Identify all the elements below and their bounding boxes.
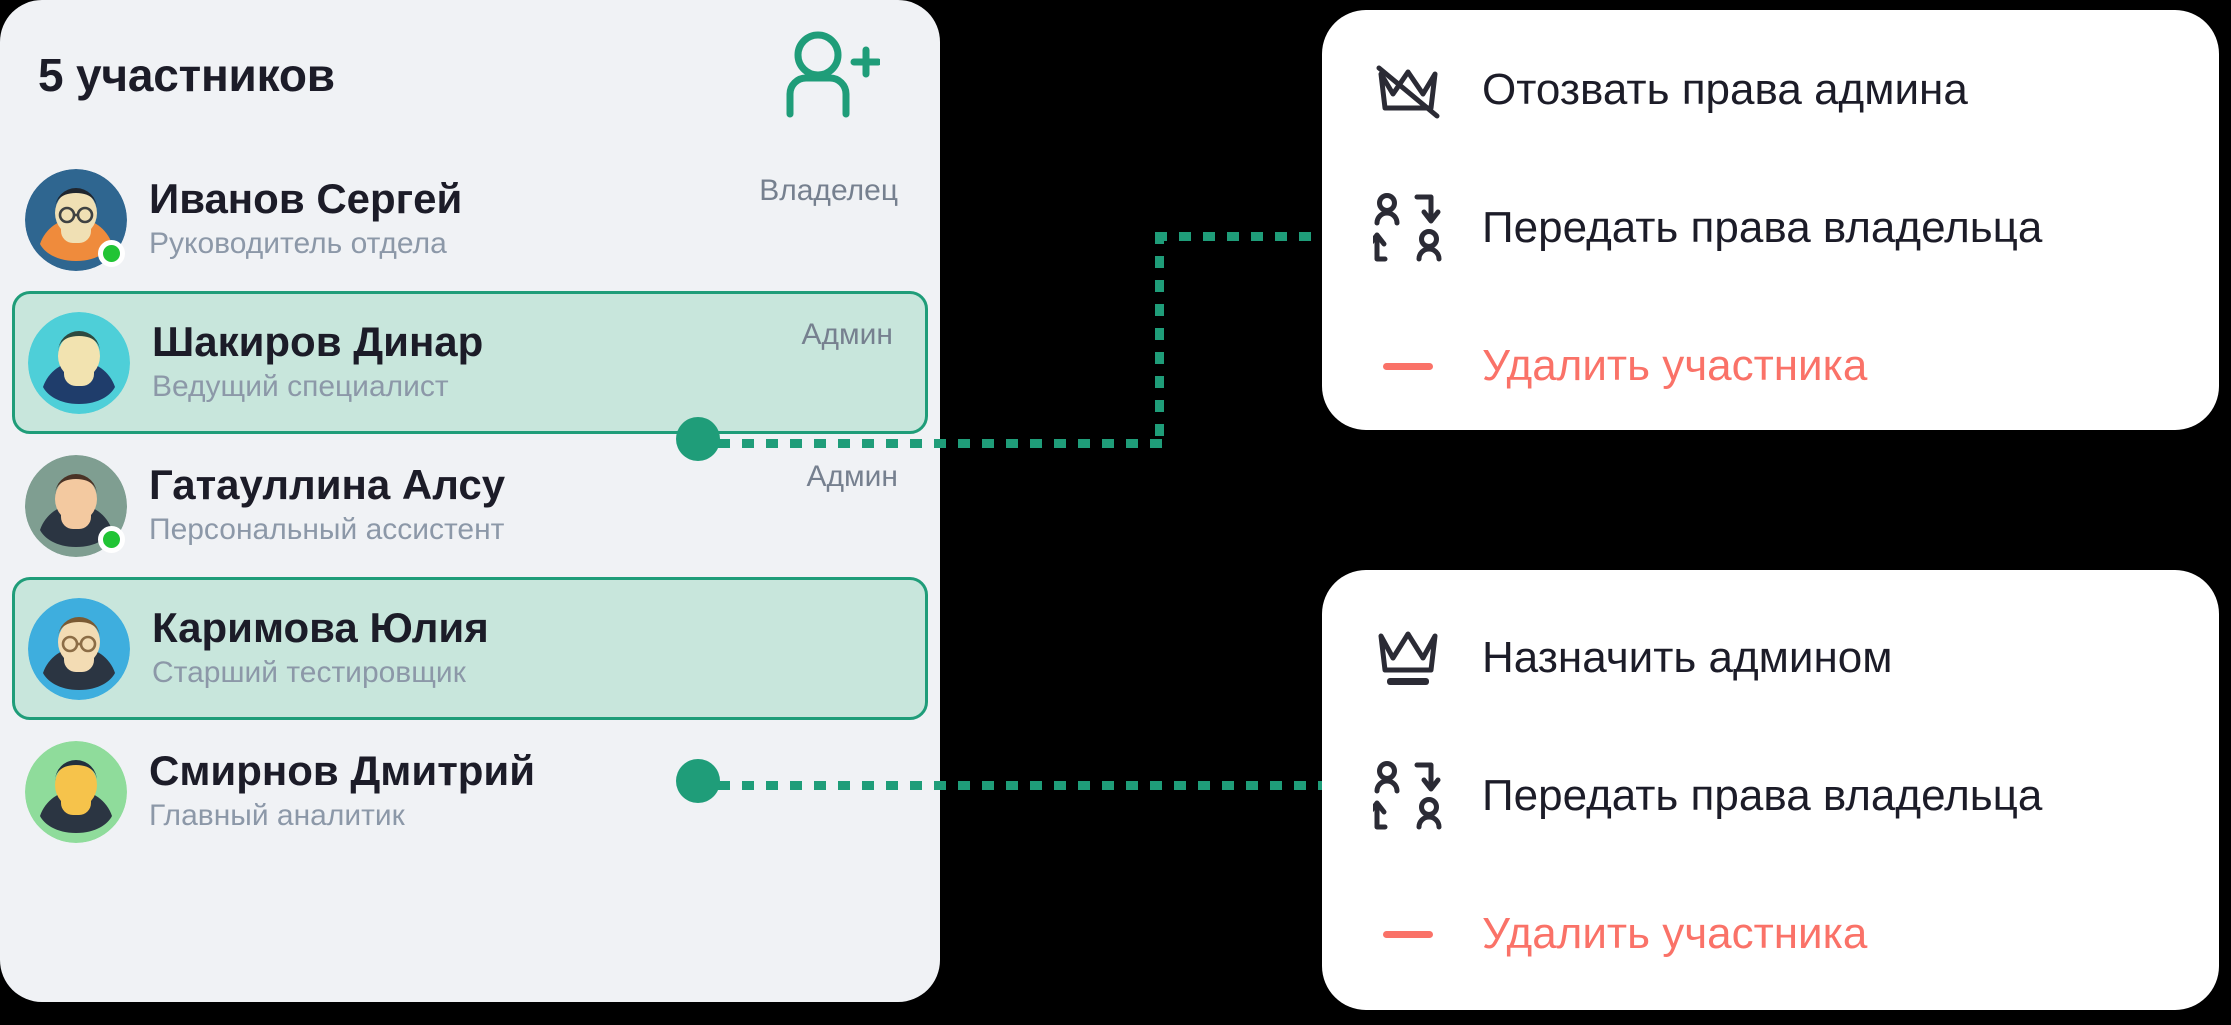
members-panel: 5 участников Иванов Сергей Руководитель … (0, 0, 940, 1002)
member-role-badge: Админ (806, 460, 898, 493)
context-menu-admin: Отозвать права админа Передать права вла… (1322, 10, 2219, 430)
online-status-indicator (98, 525, 125, 553)
member-row[interactable]: Гатауллина Алсу Персональный ассистент А… (12, 434, 928, 577)
connector-shakirov-vertical (1155, 232, 1164, 444)
online-status-indicator (98, 239, 125, 267)
minus-icon (1370, 328, 1446, 404)
member-row[interactable]: Иванов Сергей Руководитель отдела Владел… (12, 148, 928, 291)
member-name: Иванов Сергей (149, 175, 463, 223)
menu-item-make-admin[interactable]: Назначить админом (1370, 620, 1893, 696)
menu-item-label: Удалить участника (1482, 909, 1868, 958)
member-row[interactable]: Шакиров Динар Ведущий специалист Админ (12, 291, 928, 434)
panel-header: 5 участников (0, 0, 940, 150)
member-row[interactable]: Смирнов Дмитрий Главный аналитик (12, 720, 928, 863)
minus-icon (1370, 896, 1446, 972)
menu-item-remove-member[interactable]: Удалить участника (1370, 328, 1867, 404)
menu-item-label: Назначить админом (1482, 633, 1893, 682)
crown-icon (1370, 620, 1446, 696)
menu-item-label: Удалить участника (1482, 341, 1868, 390)
menu-item-label: Отозвать права админа (1482, 65, 1968, 114)
member-role-badge: Владелец (759, 174, 898, 207)
page-title: 5 участников (38, 49, 335, 101)
member-info: Каримова Юлия Старший тестировщик (152, 605, 925, 692)
avatar (28, 311, 130, 414)
avatar (25, 454, 127, 557)
menu-item-revoke-admin[interactable]: Отозвать права админа (1370, 52, 1968, 128)
member-position: Руководитель отдела (149, 227, 447, 261)
crown-off-icon (1370, 52, 1446, 128)
member-role-badge: Админ (801, 318, 893, 351)
member-info: Гатауллина Алсу Персональный ассистент (149, 462, 928, 549)
member-info: Шакиров Динар Ведущий специалист (152, 319, 925, 406)
menu-item-transfer-ownership[interactable]: Передать права владельца (1370, 190, 2042, 266)
menu-item-remove-member[interactable]: Удалить участника (1370, 896, 1867, 972)
add-user-icon (786, 31, 882, 118)
member-row[interactable]: Каримова Юлия Старший тестировщик (12, 577, 928, 720)
connector-karimova-horizontal (718, 781, 1330, 790)
menu-item-transfer-ownership[interactable]: Передать права владельца (1370, 758, 2042, 834)
connector-shakirov-to-menu (1155, 232, 1330, 241)
member-info: Смирнов Дмитрий Главный аналитик (149, 748, 928, 835)
menu-item-label: Передать права владельца (1482, 771, 2043, 820)
transfer-ownership-icon (1370, 190, 1446, 266)
member-list: Иванов Сергей Руководитель отдела Владел… (0, 148, 940, 863)
transfer-ownership-icon (1370, 758, 1446, 834)
add-member-button[interactable] (780, 28, 882, 118)
member-position: Ведущий специалист (152, 370, 449, 404)
member-name: Шакиров Динар (152, 318, 484, 366)
member-name: Гатауллина Алсу (149, 461, 506, 509)
avatar (25, 740, 127, 843)
connector-anchor-dot (676, 759, 720, 803)
member-info: Иванов Сергей Руководитель отдела (149, 176, 928, 263)
avatar (25, 168, 127, 271)
menu-item-label: Передать права владельца (1482, 203, 2043, 252)
connector-shakirov-horizontal (718, 439, 1164, 448)
member-name: Смирнов Дмитрий (149, 747, 536, 795)
member-position: Главный аналитик (149, 799, 405, 833)
member-name: Каримова Юлия (152, 604, 489, 652)
member-position: Старший тестировщик (152, 656, 466, 690)
context-menu-member: Назначить админом Передать права владель… (1322, 570, 2219, 1010)
avatar (28, 597, 130, 700)
member-position: Персональный ассистент (149, 513, 505, 547)
connector-anchor-dot (676, 417, 720, 461)
